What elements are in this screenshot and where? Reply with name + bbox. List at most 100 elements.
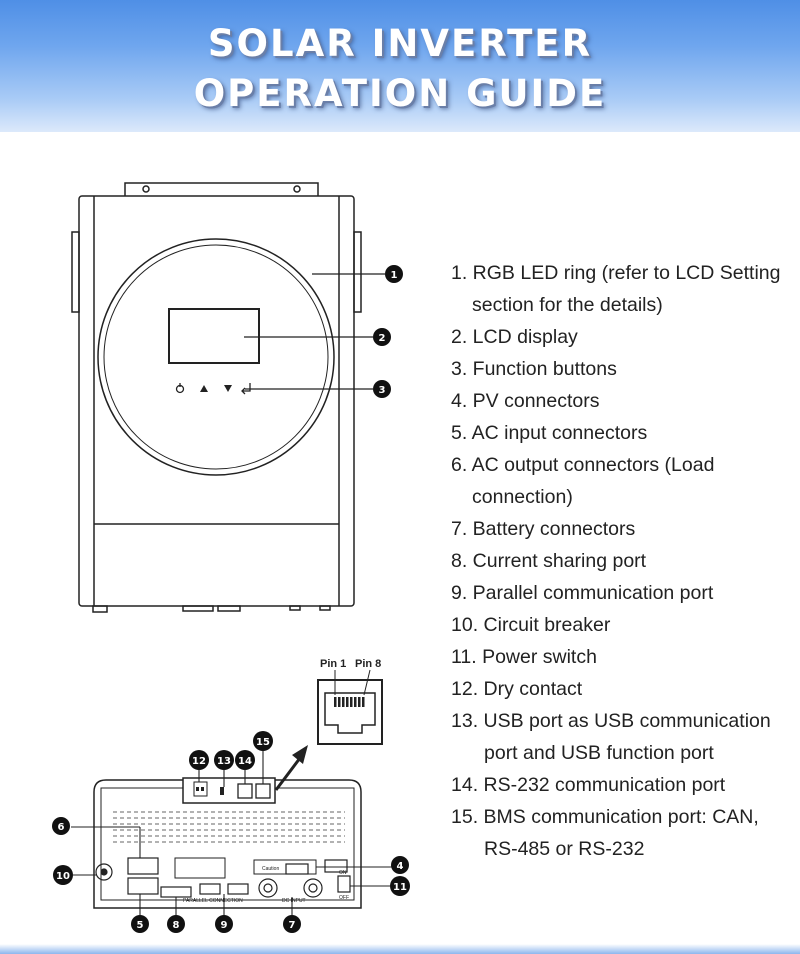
svg-text:6: 6 [58,822,65,833]
list-item: 13. USB port as USB communication port a… [451,705,796,769]
mounting-bracket [124,182,319,196]
list-item: 1. RGB LED ring (refer to LCD Setting se… [451,257,796,321]
part-3: 3. Function buttons [451,358,617,380]
callout-10: 10 [53,865,73,885]
ac-input-terminals [127,877,159,895]
list-item: 6. AC output connectors (Load connection… [451,449,796,513]
battery-connector-negative [303,878,323,898]
detail-arrow [274,745,308,791]
part-10: 10. Circuit breaker [451,614,611,636]
callout-14: 14 [235,750,255,770]
part-13-line2: port and USB function port [484,742,714,764]
inverter-diagram: 1 2 3 Pin 1 Pin 8 [52,182,410,933]
pin-1-label: Pin 1 [320,658,346,670]
part-6-line2: connection) [472,486,573,508]
part-2: 2. LCD display [451,326,578,348]
svg-text:11: 11 [393,882,407,893]
svg-text:8: 8 [173,920,180,931]
svg-text:1: 1 [391,270,398,281]
circuit-breaker [95,863,113,881]
current-sharing-port [160,886,192,898]
battery-connector-positive [258,878,278,898]
callout-11: 11 [390,876,410,896]
list-item: 7. Battery connectors [451,513,796,545]
list-item: 10. Circuit breaker [451,609,796,641]
part-5: 5. AC input connectors [451,422,648,444]
parallel-port-b [227,883,249,895]
part-13-line1: 13. USB port as USB communication [451,710,771,732]
callout-15: 15 [253,731,273,751]
pin-8-label: Pin 8 [355,658,381,670]
usb-port [220,787,224,795]
svg-text:2: 2 [379,333,386,344]
parallel-port-a [199,883,221,895]
ac-output-terminals [127,857,159,875]
svg-text:10: 10 [56,871,70,882]
list-item: 15. BMS communication port: CAN, RS-485 … [451,801,796,865]
up-arrow-icon [200,385,208,392]
list-item: 9. Parallel communication port [451,577,796,609]
part-15-line1: 15. BMS communication port: CAN, [451,806,759,828]
power-cycle-icon [175,383,185,394]
switch-off-label: OFF [339,895,349,901]
list-item: 12. Dry contact [451,673,796,705]
parallel-connection-label: PARALLEL CONNECTION [183,898,243,904]
part-1-line1: 1. RGB LED ring (refer to LCD Setting [451,262,781,284]
power-switch [337,875,351,893]
enter-icon [241,383,251,395]
part-15-line2: RS-485 or RS-232 [484,838,645,860]
callout-6: 6 [52,817,70,835]
inverter-front-body [71,195,362,613]
parts-list: 1. RGB LED ring (refer to LCD Setting se… [451,257,796,865]
bottom-strip [0,944,800,954]
callout-3: 3 [373,380,391,398]
svg-text:4: 4 [397,861,404,872]
caution-label: Caution [262,866,279,872]
list-item: 11. Power switch [451,641,796,673]
list-item: 2. LCD display [451,321,796,353]
callout-13: 13 [214,750,234,770]
part-9: 9. Parallel communication port [451,582,714,604]
svg-text:3: 3 [379,385,386,396]
down-arrow-icon [224,385,232,392]
callout-4: 4 [391,856,409,874]
svg-text:13: 13 [217,756,231,767]
function-buttons [175,383,251,395]
part-12: 12. Dry contact [451,678,583,700]
part-11: 11. Power switch [451,646,597,668]
callout-12: 12 [189,750,209,770]
svg-text:9: 9 [221,920,228,931]
svg-text:7: 7 [289,920,296,931]
list-item: 14. RS-232 communication port [451,769,796,801]
callout-7: 7 [283,915,301,933]
callout-1: 1 [385,265,403,283]
page-title-line2: OPERATION GUIDE [193,72,607,115]
list-item: 4. PV connectors [451,385,796,417]
svg-text:5: 5 [137,920,144,931]
callout-8: 8 [167,915,185,933]
dc-input-label: DC INPUT [282,898,306,904]
callout-9: 9 [215,915,233,933]
part-4: 4. PV connectors [451,390,600,412]
switch-on-label: ON [339,870,347,876]
lcd-display [168,308,260,364]
part-8: 8. Current sharing port [451,550,647,572]
list-item: 8. Current sharing port [451,545,796,577]
part-6-line1: 6. AC output connectors (Load [451,454,715,476]
header-banner: SOLAR INVERTER OPERATION GUIDE [0,0,800,132]
vent-grid [113,811,345,843]
rgb-led-ring [97,238,335,476]
callout-5: 5 [131,915,149,933]
part-14: 14. RS-232 communication port [451,774,726,796]
svg-text:14: 14 [238,756,252,767]
page-title-line1: SOLAR INVERTER [207,22,593,65]
rj45-port-detail: Pin 1 Pin 8 [317,658,383,745]
svg-text:15: 15 [256,737,270,748]
dry-contact-port [193,781,208,797]
svg-text:12: 12 [192,756,206,767]
callout-2: 2 [373,328,391,346]
list-item: 3. Function buttons [451,353,796,385]
part-1-line2: section for the details) [472,294,663,316]
pv-connectors [285,859,348,875]
list-item: 5. AC input connectors [451,417,796,449]
